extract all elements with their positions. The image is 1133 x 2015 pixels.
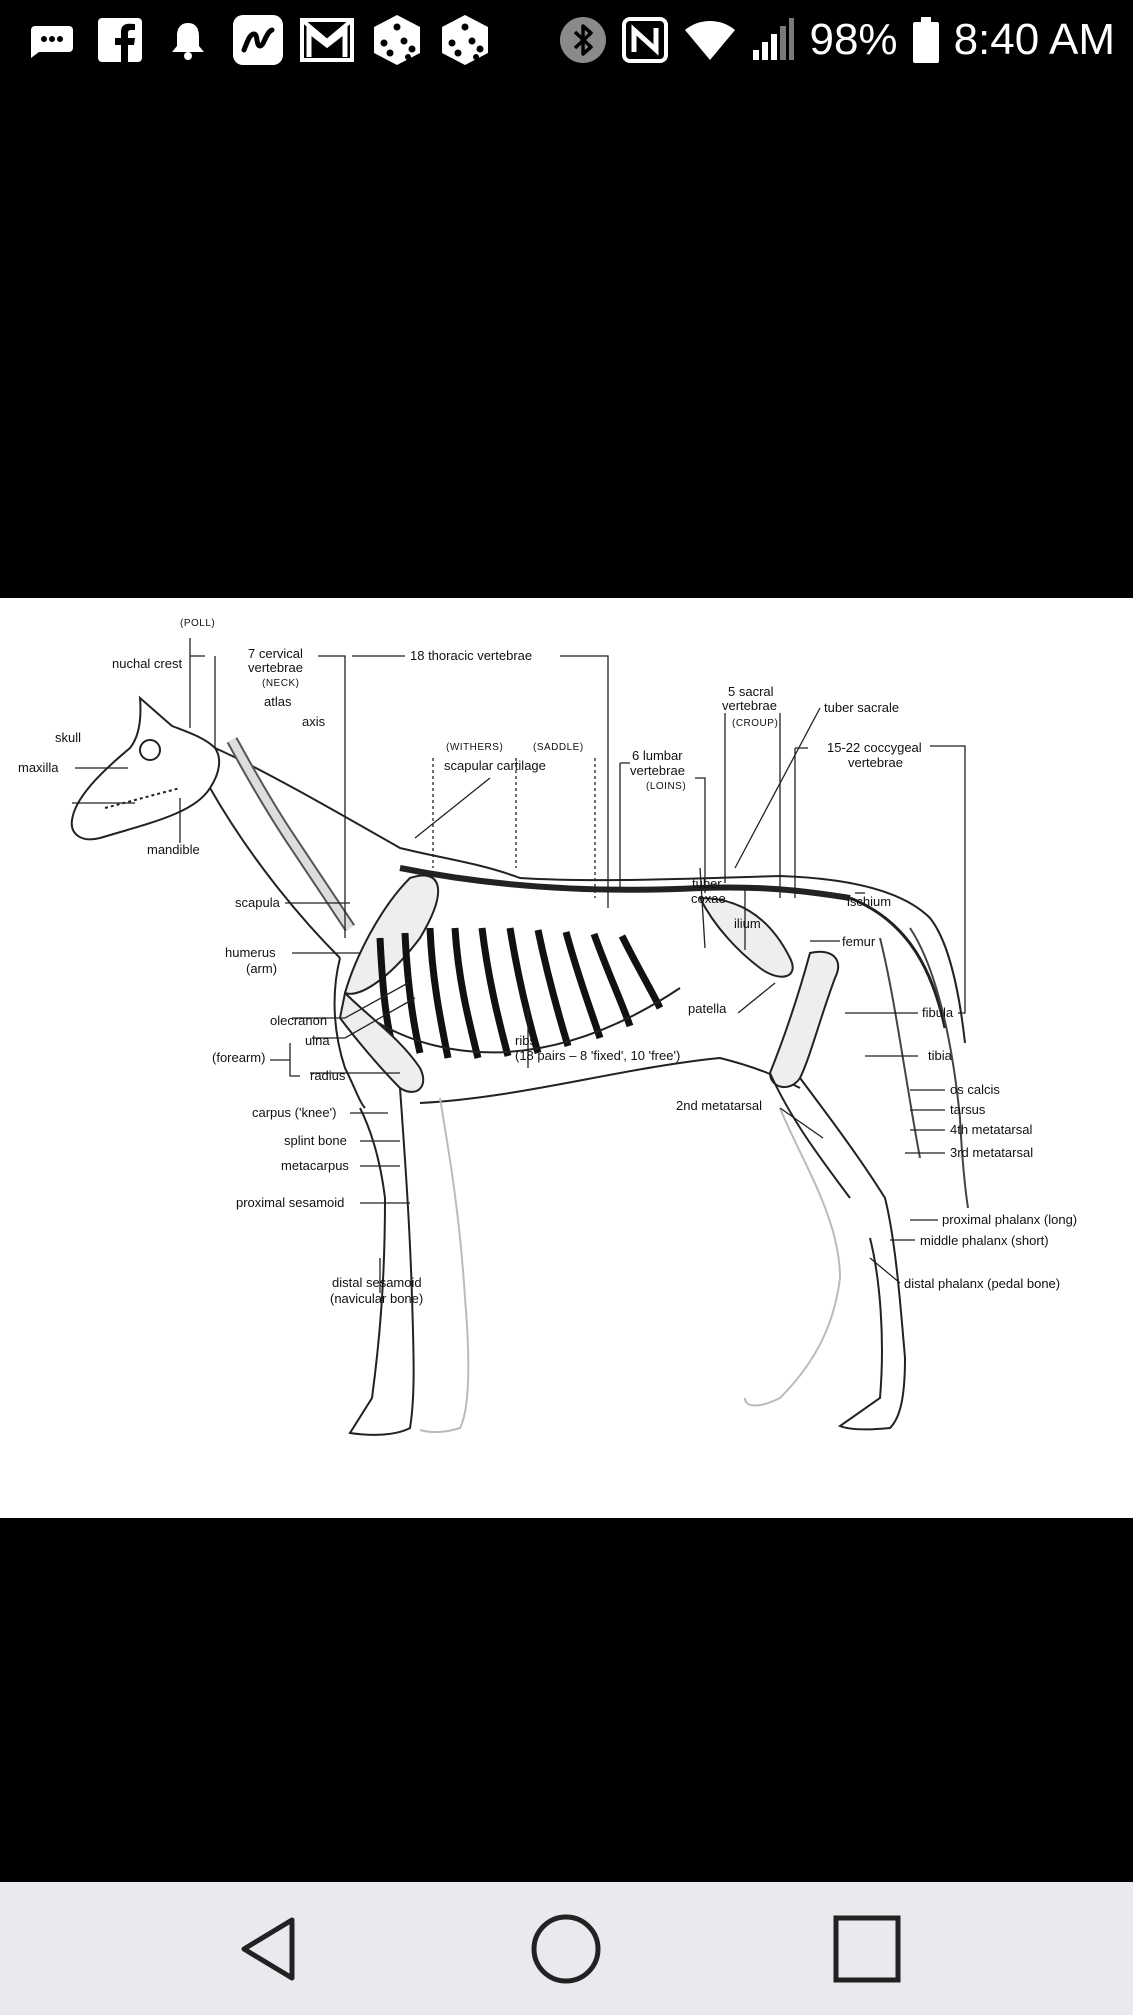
gmail-icon: [298, 14, 356, 66]
label-tibia: tibia: [928, 1048, 952, 1063]
label-ribs-2: (18 pairs – 8 'fixed', 10 'free'): [515, 1048, 681, 1063]
label-distal-sesamoid: distal sesamoid: [332, 1275, 422, 1290]
label-maxilla: maxilla: [18, 760, 59, 775]
label-poll: (POLL): [180, 618, 216, 629]
battery-icon: [912, 16, 940, 64]
label-4th-metatarsal: 4th metatarsal: [950, 1122, 1033, 1137]
label-ulna: ulna: [305, 1033, 330, 1048]
back-icon: [241, 1917, 295, 1981]
label-splint-bone: splint bone: [284, 1133, 347, 1148]
label-thoracic: 18 thoracic vertebrae: [410, 648, 533, 663]
label-middle-phalanx: middle phalanx (short): [920, 1233, 1049, 1248]
app-icon: [230, 14, 286, 66]
label-os-calcis: os calcis: [950, 1082, 1000, 1097]
horse-skeleton-figure[interactable]: (POLL) nuchal crest 7 cervical vertebrae…: [0, 598, 1133, 1518]
label-tuber-coxae-2: coxae: [691, 891, 726, 906]
label-atlas: atlas: [264, 694, 292, 709]
facebook-icon: [96, 14, 144, 66]
label-withers: (WITHERS): [446, 742, 504, 753]
messages-icon: [26, 14, 78, 66]
label-femur: femur: [842, 934, 876, 949]
label-croup: (CROUP): [732, 718, 779, 729]
nfc-icon: [621, 16, 669, 64]
back-button[interactable]: [214, 1904, 324, 1994]
label-scapular-cartilage: scapular cartilage: [444, 758, 546, 773]
battery-percent: 98%: [809, 15, 898, 64]
label-tuber-sacrale: tuber sacrale: [824, 700, 900, 715]
label-forearm: (forearm): [212, 1050, 266, 1065]
label-skull: skull: [55, 730, 82, 745]
label-saddle: (SADDLE): [533, 742, 584, 753]
label-sacral: 5 sacral: [728, 684, 774, 699]
dice-game-icon: [368, 14, 426, 66]
label-ischium: ischium: [847, 894, 892, 909]
label-nuchal-crest: nuchal crest: [112, 656, 183, 671]
label-cervical-2: vertebrae: [248, 660, 303, 675]
label-cervical: 7 cervical: [248, 646, 303, 661]
signal-icon: [751, 16, 795, 64]
label-fibula: fibula: [922, 1005, 954, 1020]
label-sacral-2: vertebrae: [722, 698, 777, 713]
label-scapula: scapula: [235, 895, 280, 910]
label-carpus: carpus ('knee'): [252, 1105, 337, 1120]
label-distal-phalanx: distal phalanx (pedal bone): [904, 1276, 1061, 1291]
label-ribs: ribs: [515, 1033, 536, 1048]
image-viewer[interactable]: (POLL) nuchal crest 7 cervical vertebrae…: [0, 80, 1133, 1882]
home-button[interactable]: [511, 1904, 621, 1994]
label-olecranon: olecranon: [270, 1013, 328, 1028]
label-coccygeal: 15-22 coccygeal: [827, 740, 922, 755]
label-navicular-bone: (navicular bone): [330, 1291, 424, 1306]
label-2nd-metatarsal: 2nd metatarsal: [676, 1098, 762, 1113]
label-ilium: ilium: [734, 916, 761, 931]
label-proximal-phalanx: proximal phalanx (long): [942, 1212, 1078, 1227]
label-axis: axis: [302, 714, 326, 729]
horse-skeleton-illustration: [70, 638, 969, 1436]
label-lumbar-2: vertebrae: [630, 763, 685, 778]
label-tarsus: tarsus: [950, 1102, 986, 1117]
recents-button[interactable]: [812, 1904, 922, 1994]
home-icon: [531, 1914, 601, 1984]
label-humerus: humerus: [225, 945, 276, 960]
label-arm: (arm): [246, 961, 278, 976]
notification-bell-icon: [166, 14, 210, 66]
label-loins: (LOINS): [646, 781, 687, 792]
label-proximal-sesamoid: proximal sesamoid: [236, 1195, 345, 1210]
dice-game-icon: [436, 14, 494, 66]
label-lumbar: 6 lumbar: [632, 748, 683, 763]
label-patella: patella: [688, 1001, 727, 1016]
label-tuber-coxae: tuber: [692, 876, 722, 891]
recents-icon: [833, 1915, 901, 1983]
wifi-icon: [683, 16, 737, 64]
label-3rd-metatarsal: 3rd metatarsal: [950, 1145, 1034, 1160]
label-mandible: mandible: [147, 842, 200, 857]
label-radius: radius: [310, 1068, 346, 1083]
status-bar: 98% 8:40 AM: [0, 0, 1133, 80]
label-metacarpus: metacarpus: [281, 1158, 349, 1173]
clock: 8:40 AM: [953, 15, 1115, 64]
label-coccygeal-2: vertebrae: [848, 755, 903, 770]
navigation-bar: [0, 1882, 1133, 2015]
bluetooth-icon: [559, 16, 607, 64]
label-neck: (NECK): [262, 678, 300, 689]
